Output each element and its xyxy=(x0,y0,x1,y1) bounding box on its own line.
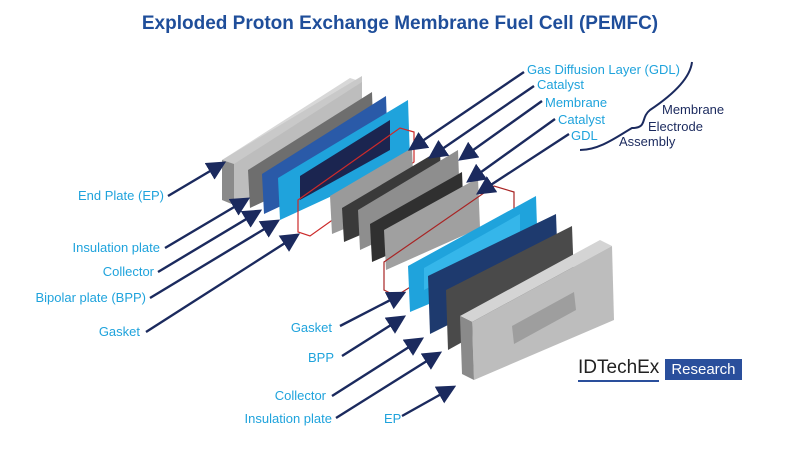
label-insulation-plate-2: Insulation plate xyxy=(244,411,332,426)
label-collector: Collector xyxy=(102,264,154,279)
mea-line-1: Membrane xyxy=(662,102,725,117)
label-gdl-1: Gas Diffusion Layer (GDL) xyxy=(527,62,680,77)
label-bpp-2: BPP xyxy=(307,350,334,365)
mea-line-2: Electrode xyxy=(648,119,703,134)
label-catalyst-2: Catalyst xyxy=(558,112,605,127)
mea-line-3: Assembly xyxy=(619,134,676,149)
label-ep-2: EP xyxy=(384,411,402,426)
label-catalyst-1: Catalyst xyxy=(537,77,584,92)
diagram-title: Exploded Proton Exchange Membrane Fuel C… xyxy=(141,13,659,34)
end-plate-right xyxy=(460,240,614,380)
label-gasket-2: Gasket xyxy=(290,320,332,335)
gasket-left xyxy=(297,127,415,237)
label-end-plate: End Plate (EP) xyxy=(78,188,164,203)
label-insulation-plate: Insulation plate xyxy=(72,240,160,255)
bipolar-plate-left xyxy=(278,100,410,220)
label-collector-2: Collector xyxy=(274,388,326,403)
idtechex-logo: IDTechEx Research xyxy=(578,357,742,382)
gdl-layer-2 xyxy=(384,178,480,270)
label-gasket: Gasket xyxy=(98,324,140,339)
label-bipolar-plate: Bipolar plate (BPP) xyxy=(35,290,146,305)
logo-brand: IDTechEx xyxy=(578,357,660,382)
label-membrane: Membrane xyxy=(545,95,608,110)
label-gdl-2: GDL xyxy=(571,128,598,143)
mea-brace xyxy=(579,61,693,151)
logo-tag: Research xyxy=(665,359,742,380)
